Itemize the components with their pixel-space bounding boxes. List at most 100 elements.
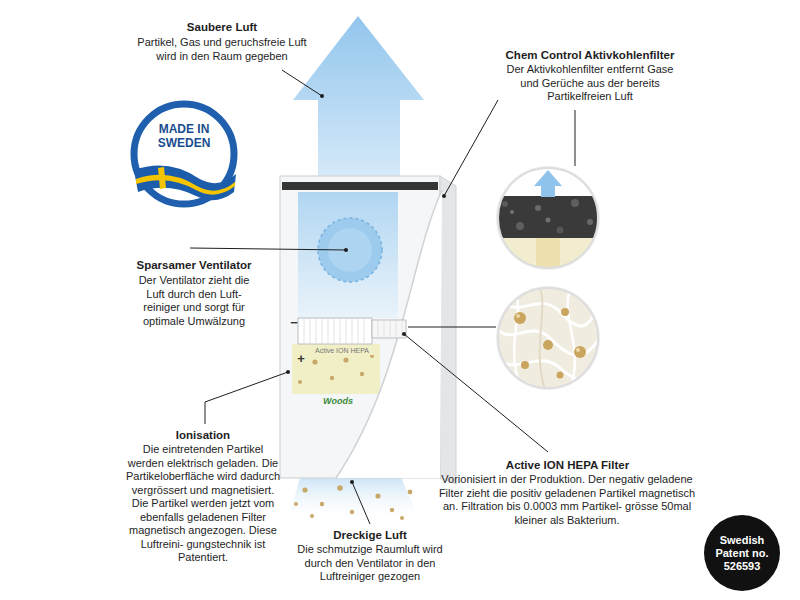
purifier-housing [280, 176, 456, 484]
leader-lines-part [352, 482, 370, 524]
dirty-air-flow-part [337, 485, 343, 491]
hepa-zoom-circle [496, 286, 600, 390]
purifier-housing-part [440, 176, 456, 484]
hepa-zoom-circle-part [498, 288, 598, 388]
made-in-sweden-badge: MADE IN SWEDEN [128, 98, 240, 210]
brand-logo: Woods [318, 396, 358, 407]
hepa-zoom-circle-part-part [557, 372, 564, 379]
hepa-zoom-circle-part-part [496, 286, 600, 390]
leader-lines-part [404, 334, 548, 452]
leader-lines-part [282, 70, 322, 96]
leader-lines-part [190, 248, 346, 250]
carbon-zoom-circle-part-part [502, 201, 508, 207]
leader-dots-part [286, 370, 290, 374]
ionisation-chamber-part [330, 376, 334, 380]
dirty-air-flow-part [310, 514, 314, 518]
dirty-air-flow-part [408, 490, 413, 495]
carbon-zoom-circle-part [498, 168, 598, 268]
carbon-zoom-circle-part-part [536, 236, 560, 270]
purifier-housing-part [282, 182, 438, 190]
hepa-filter-part [298, 318, 372, 344]
patent-seal: Swedish Patent no. 526593 [703, 514, 781, 592]
callout-text: Partikel, Gas und geruchsfreie Luft wird… [136, 36, 308, 63]
flag-cross [136, 175, 235, 195]
dirty-air-flow-part [294, 502, 298, 506]
seal-disc [704, 515, 780, 591]
carbon-zoom-circle-part [496, 166, 600, 270]
leader-dots [286, 94, 446, 484]
ionisation-chamber-part [360, 372, 364, 376]
flag-ribbon [134, 166, 236, 201]
leader-lines-part [575, 110, 576, 166]
dirty-air-flow-part [400, 516, 404, 520]
hepa-zoom-circle-part-part [516, 314, 520, 318]
hepa-zoom-circle-part-part [574, 346, 586, 358]
leader-dots-part [442, 194, 446, 198]
clean-air-arrow [293, 16, 424, 182]
callout-heading: Active ION HEPA Filter [440, 458, 695, 472]
hepa-zoom-circle-part-part [543, 340, 553, 350]
hepa-zoom-circle-part-part [514, 290, 520, 388]
carbon-zoom-circle-part-part [496, 196, 600, 238]
polarity-sign: + [295, 352, 307, 366]
leader-lines-part [205, 372, 288, 424]
badge-text: MADE IN SWEDEN [148, 122, 220, 150]
node-text-group: MADE IN SWEDEN [148, 122, 220, 150]
callout-text: Vorionisiert in der Produktion. Der nega… [432, 473, 702, 527]
hepa-filter [298, 318, 406, 344]
hepa-zoom-circle-part-part [540, 288, 545, 390]
hepa-zoom-circle-part-part [561, 308, 569, 316]
node-text-group: Swedish Patent no. 526593 [711, 534, 773, 573]
hepa-zoom-circle-part-part [514, 312, 526, 324]
callout-text: Der Aktivkohlenfilter entfernt Gase und … [505, 63, 675, 104]
callout-heading: Saubere Luft [136, 20, 308, 34]
leader-lines-part [408, 327, 496, 328]
carbon-zoom-circle [496, 166, 600, 270]
dirty-air-flow-part [302, 487, 307, 492]
purifier-housing-part [298, 192, 398, 318]
dirty-air-flow-part [375, 493, 380, 498]
carbon-zoom-circle-part-part [571, 199, 579, 207]
ionisation-chamber-part [298, 380, 302, 384]
flag-cross [158, 167, 166, 189]
ionisation-chamber-part [343, 357, 348, 362]
hepa-zoom-circle-part [496, 286, 600, 390]
callout-text: Die eintretenden Partikel werden elektri… [124, 443, 282, 565]
carbon-zoom-circle-part-part [535, 205, 541, 211]
carbon-zoom-circle-part-part [587, 219, 593, 225]
leader-dots-part [350, 480, 354, 484]
leader-lines-part [444, 100, 498, 196]
carbon-zoom-circle-part-part [496, 166, 600, 270]
callout-heading: Sparsamer Ventilator [128, 258, 260, 272]
hepa-filter-part [304, 318, 364, 344]
carbon-zoom-circle-part-part [557, 227, 564, 234]
leader-dots-part [402, 332, 406, 336]
clean-air-arrow-part [293, 16, 424, 182]
hepa-filter-part [372, 320, 406, 338]
hepa-filter-part [378, 320, 402, 338]
ionisation-chamber-part [312, 359, 317, 364]
filter-print: Active ION HEPA [310, 346, 374, 355]
callout-text: Die schmutzige Raumluft wird durch den V… [285, 543, 455, 584]
leader-dots-part [320, 94, 324, 98]
callout-heading: Ionisation [124, 428, 282, 442]
hepa-zoom-circle-part-part [576, 348, 580, 352]
callout-text: Der Ventilator zieht die Luft durch den … [128, 274, 260, 328]
leader-lines [190, 70, 575, 524]
dirty-air-flow-part [350, 510, 354, 514]
hepa-zoom-circle-part-part [568, 288, 575, 390]
carbon-zoom-circle-part-part [516, 222, 524, 230]
dirty-air-flow-part [320, 502, 324, 506]
carbon-zoom-circle-part-part [546, 218, 551, 223]
dirty-air-flow-part [390, 508, 394, 512]
ionisation-chamber-part [292, 344, 380, 394]
leader-dots-part [344, 248, 348, 252]
hepa-zoom-circle-part [496, 286, 600, 390]
seal-text: Swedish Patent no. 526593 [711, 534, 773, 573]
callout-heading: Chem Control Aktivkohlenfilter [495, 48, 685, 62]
carbon-zoom-circle-part-part [510, 210, 514, 214]
carbon-zoom-circle-part [496, 166, 600, 270]
callout-heading: Dreckige Luft [285, 528, 455, 542]
polarity-sign: − [288, 316, 300, 330]
